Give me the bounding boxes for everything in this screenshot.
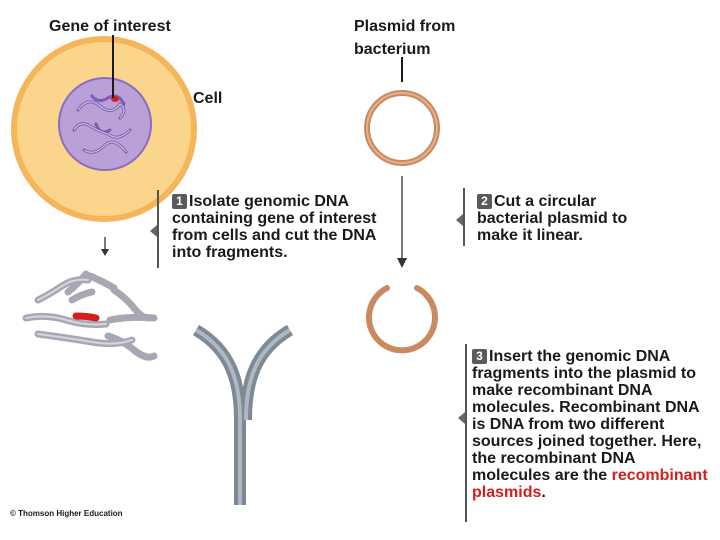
plasmid-label-line2: bacterium	[354, 41, 431, 58]
circular-plasmid-highlight	[366, 92, 438, 164]
nucleus	[58, 77, 152, 171]
step3-pointer	[458, 412, 465, 424]
step3-number: 3	[472, 349, 487, 364]
gene-fragment	[72, 312, 100, 322]
gene-of-interest-label: Gene of interest	[49, 18, 171, 35]
step2-number: 2	[477, 194, 492, 209]
linear-plasmid	[366, 285, 438, 354]
step3-bracket	[465, 344, 467, 522]
step3-description: Insert the genomic DNA fragments into th…	[472, 348, 702, 484]
step2-description: Cut a circular bacterial plasmid to make…	[477, 193, 628, 244]
step3-end: .	[541, 484, 546, 501]
step1-number: 1	[172, 194, 187, 209]
step2-pointer	[456, 214, 463, 226]
step1-description: Isolate genomic DNA containing gene of i…	[172, 193, 377, 261]
copyright-credit: © Thomson Higher Education	[10, 509, 123, 518]
plasmid-label-line1: Plasmid from	[354, 18, 456, 35]
step2-bracket	[463, 188, 465, 246]
step1-pointer	[150, 225, 157, 237]
cell-illustration	[11, 36, 197, 222]
step1-bracket	[157, 190, 159, 268]
merge-arrow	[192, 324, 294, 505]
cell-arrow-head	[101, 249, 109, 256]
cell-label: Cell	[193, 90, 223, 107]
recombinant-plasmids-highlight: recombinant plasmids	[472, 467, 708, 501]
plasmid-arrow-head	[397, 258, 407, 268]
